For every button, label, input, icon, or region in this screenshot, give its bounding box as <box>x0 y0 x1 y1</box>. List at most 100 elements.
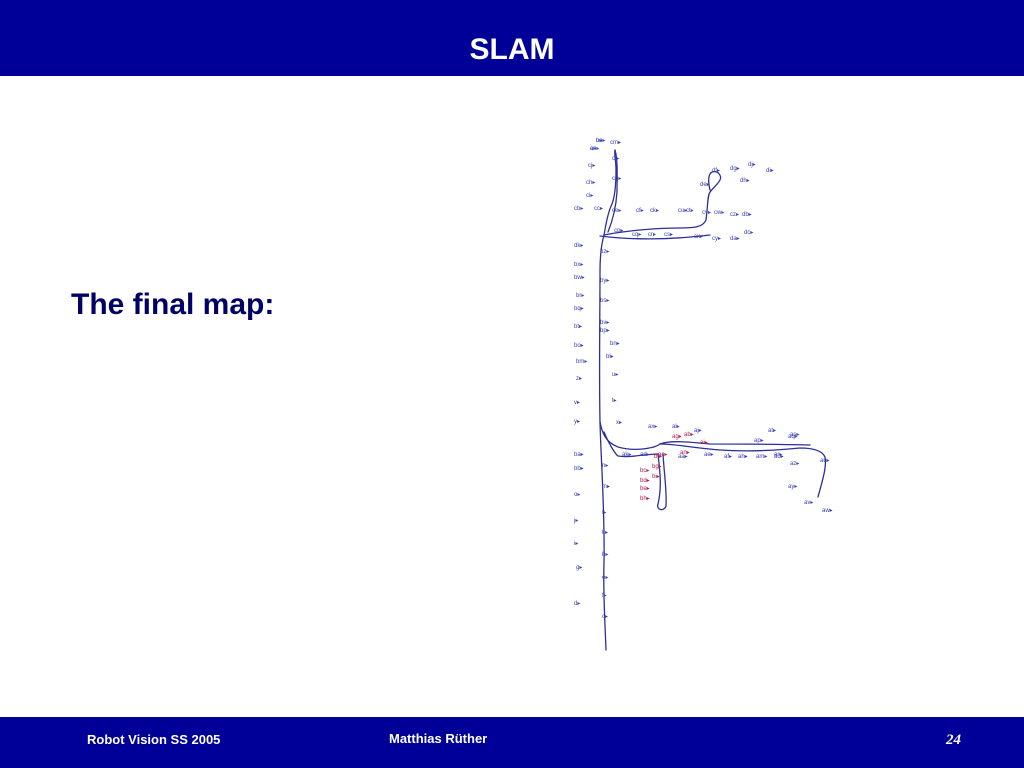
landmark-label-n: n▸ <box>602 463 608 469</box>
landmark-label-de: de▸ <box>700 182 710 188</box>
landmark-label-cp: cp▸ <box>614 228 623 234</box>
landmark-label-ce: ce▸ <box>612 208 621 214</box>
landmark-label-cb: cb▸ <box>574 206 583 212</box>
landmark-label-by: by▸ <box>600 278 609 284</box>
landmark-label-bx: bx▸ <box>574 262 583 268</box>
trajectory-segment-9 <box>659 441 811 446</box>
landmark-label-cu: cu▸ <box>678 208 687 214</box>
landmark-label-au: au▸ <box>820 458 830 464</box>
landmark-label-highlight-be: be▸ <box>640 486 650 492</box>
trajectory-segment-10 <box>657 453 667 511</box>
landmark-label-t: t▸ <box>612 398 617 404</box>
landmark-label-z: z▸ <box>576 376 582 382</box>
landmark-label-highlight-an: an▸ <box>680 450 690 456</box>
landmark-label-highlight-ab: ab▸ <box>684 432 694 438</box>
landmark-label-ch: ch▸ <box>586 180 595 186</box>
landmark-label-f: f▸ <box>602 593 607 599</box>
landmark-label-co: co▸ <box>596 138 605 144</box>
landmark-label-am: am▸ <box>756 454 767 460</box>
landmark-label-ct: ct▸ <box>686 208 694 214</box>
landmark-label-dh: dh▸ <box>740 178 750 184</box>
landmark-label-cc: cc▸ <box>594 206 603 212</box>
landmark-label-highlight-bd: bd▸ <box>640 478 650 484</box>
landmark-label-ba: ba▸ <box>574 452 584 458</box>
landmark-label-highlight-bf: bf▸ <box>654 454 662 460</box>
trajectory-segment-4 <box>603 219 707 236</box>
landmark-label-highlight-ag: ag▸ <box>672 434 682 440</box>
landmark-label-bp: bp▸ <box>600 328 610 334</box>
landmark-label-ay: ay▸ <box>788 484 797 490</box>
page-number: 24 <box>946 732 961 748</box>
landmark-label-highlight-bg: bg▸ <box>652 464 662 470</box>
landmark-label-cq: cq▸ <box>632 232 641 238</box>
landmark-label-bt: bt▸ <box>574 324 582 330</box>
landmark-label-aw: aw▸ <box>822 508 833 514</box>
landmark-label-bz: bz▸ <box>600 249 609 255</box>
landmark-label-cn: cn▸ <box>590 146 599 152</box>
slam-map: co▸cn▸cm▸cj▸cl▸ch▸cg▸ci▸cb▸cc▸ce▸cf▸ck▸c… <box>573 138 833 651</box>
landmark-label-af: af▸ <box>724 454 732 460</box>
landmark-label-ax: ax▸ <box>648 424 657 430</box>
trajectory-segment-7 <box>599 421 661 450</box>
landmark-label-bl: bl▸ <box>606 354 614 360</box>
landmark-label-al: al▸ <box>672 424 680 430</box>
landmark-label-ah: ah▸ <box>738 454 748 460</box>
slide-subtitle: The final map: <box>71 288 275 321</box>
landmark-label-cg: cg▸ <box>612 176 621 182</box>
map-labels: co▸cn▸cm▸cj▸cl▸ch▸cg▸ci▸cb▸cc▸ce▸cf▸ck▸c… <box>573 138 833 620</box>
landmark-label-bm: bm▸ <box>576 359 587 365</box>
landmark-label-h: h▸ <box>602 552 608 558</box>
landmark-label-cv: cv▸ <box>702 210 711 216</box>
landmark-label-ci: ci▸ <box>586 193 593 199</box>
landmark-label-cr: cr▸ <box>648 232 656 238</box>
landmark-label-a: a▸ <box>590 146 596 152</box>
landmark-label-l: l▸ <box>602 510 606 516</box>
landmark-label-bn: bn▸ <box>610 341 620 347</box>
landmark-label-m: m▸ <box>602 484 610 490</box>
trajectory-segment-6 <box>599 234 711 240</box>
slide-title: SLAM <box>469 33 555 66</box>
landmark-label-b: b▸ <box>596 138 602 144</box>
landmark-label-c: c▸ <box>602 614 608 620</box>
landmark-label-cz: cz▸ <box>730 212 739 218</box>
landmark-label-cs: cs▸ <box>664 232 673 238</box>
landmark-label-x: x▸ <box>616 420 622 426</box>
landmark-label-highlight-ac: ac▸ <box>658 452 667 458</box>
landmark-label-k: k▸ <box>602 530 608 536</box>
landmark-label-v: v▸ <box>574 400 580 406</box>
landmark-label-highlight-ai: ai▸ <box>700 440 708 446</box>
landmark-label-da: da▸ <box>730 236 740 242</box>
landmark-label-ae: ae▸ <box>704 452 714 458</box>
landmark-label-ar: ar▸ <box>774 452 782 458</box>
landmark-label-bs: bs▸ <box>600 298 609 304</box>
landmark-label-highlight-bh: bh▸ <box>640 496 650 502</box>
landmark-label-g: g▸ <box>576 565 582 571</box>
landmark-label-av: av▸ <box>804 500 813 506</box>
landmark-label-e: e▸ <box>602 575 608 581</box>
landmark-label-bb: bb▸ <box>574 466 584 472</box>
landmark-label-cw: cw▸ <box>714 210 724 216</box>
landmark-label-bq: bq▸ <box>574 306 584 312</box>
landmark-label-cl: cl▸ <box>612 156 619 162</box>
landmark-label-ck: ck▸ <box>650 208 659 214</box>
landmark-label-dc: dc▸ <box>744 230 753 236</box>
landmark-label-y: y▸ <box>574 419 580 425</box>
trajectory-segment-5 <box>705 170 722 221</box>
header-bar <box>0 0 1024 76</box>
landmark-label-db: db▸ <box>742 212 752 218</box>
landmark-label-cy: cy▸ <box>712 236 721 242</box>
landmark-label-bw: bw▸ <box>574 275 585 281</box>
landmark-label-aj: aj▸ <box>694 428 702 434</box>
landmark-label-bv: bv▸ <box>600 320 609 326</box>
landmark-label-cm: cm▸ <box>610 140 621 146</box>
footer-course: Robot Vision SS 2005 <box>87 732 221 747</box>
trajectory-segment-2 <box>603 149 617 236</box>
landmark-label-j: j▸ <box>573 518 578 524</box>
landmark-label-dj: dj▸ <box>748 162 756 168</box>
landmark-label-highlight-bi: bi▸ <box>652 474 660 480</box>
landmark-label-d: d▸ <box>574 601 580 607</box>
landmark-label-u: u▸ <box>612 372 618 378</box>
landmark-label-br: br▸ <box>576 293 584 299</box>
landmark-label-o: o▸ <box>574 492 580 498</box>
trajectory-segment-11 <box>603 431 659 458</box>
